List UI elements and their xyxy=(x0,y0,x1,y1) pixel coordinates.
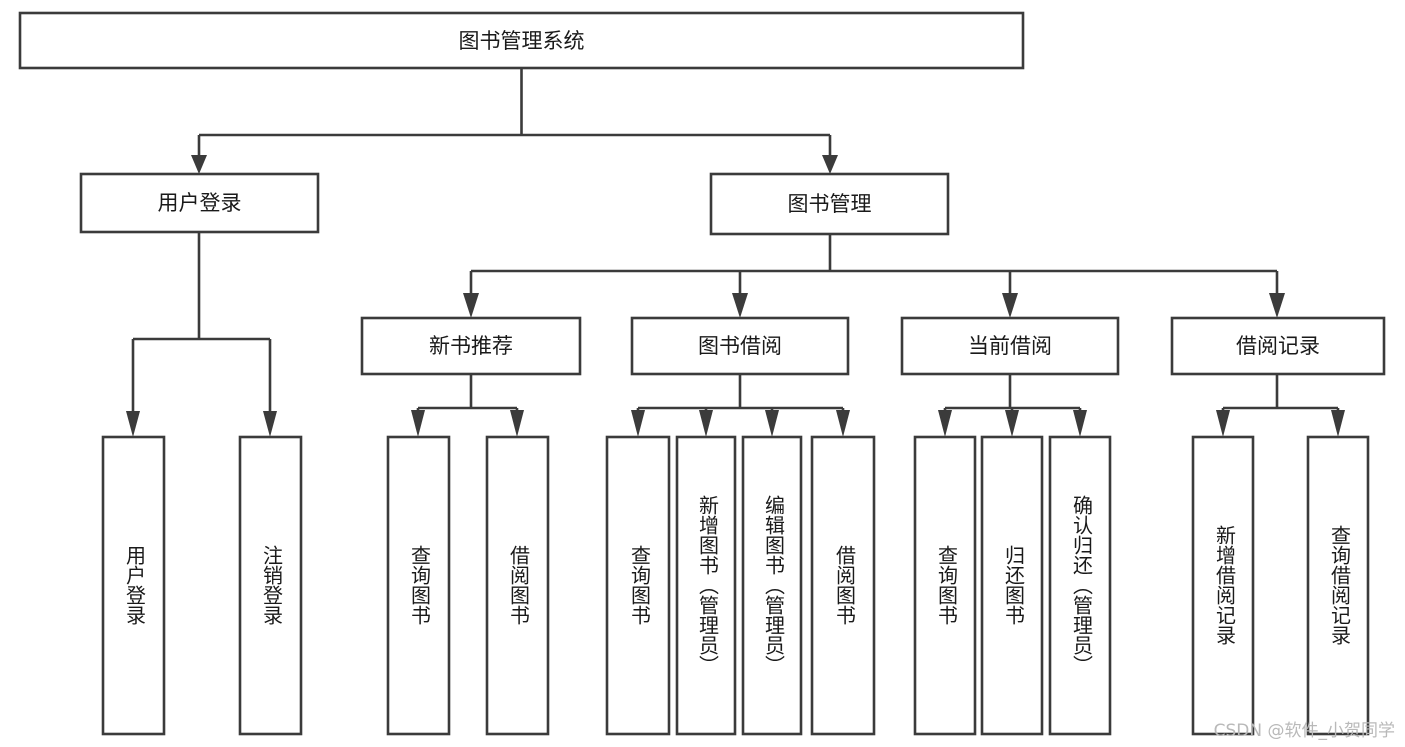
csdn-watermark: CSDN @软件_小贺同学 xyxy=(1213,721,1395,741)
leaf-edit-book[interactable]: 编辑图书（管理员） xyxy=(741,435,803,736)
arrowhead-book-borrow xyxy=(732,293,748,318)
leaf-user-login[interactable]: 用户登录 xyxy=(101,435,166,736)
node-borrow-record-label: 借阅记录 xyxy=(1236,334,1320,358)
leaf-confirm-return[interactable]: 确认归还（管理员） xyxy=(1048,435,1112,736)
arrowhead-book-manage xyxy=(822,155,838,174)
node-root-label: 图书管理系统 xyxy=(459,29,585,53)
arrowhead-leaf-query-book-3 xyxy=(938,410,952,437)
node-current-borrow-box[interactable] xyxy=(900,316,1120,376)
arrowhead-borrow-record xyxy=(1269,293,1285,318)
node-book-manage[interactable]: 图书管理 xyxy=(709,172,950,236)
arrowhead-leaf-add-record xyxy=(1216,410,1230,437)
arrowhead-leaf-edit-book xyxy=(765,410,779,437)
leaf-add-book-label: 新增图书（管理员） xyxy=(696,495,720,675)
node-book-borrow-label: 图书借阅 xyxy=(698,334,782,358)
node-book-manage-label: 图书管理 xyxy=(788,192,872,216)
leaf-query-record-label: 查询借阅记录 xyxy=(1328,525,1352,645)
leaf-user-login-box[interactable] xyxy=(101,435,166,736)
leaf-add-record-label: 新增借阅记录 xyxy=(1213,525,1237,645)
node-user-login-box[interactable] xyxy=(79,172,320,234)
leaf-borrow-book-1[interactable]: 借阅图书 xyxy=(485,435,550,736)
leaf-user-logout-box[interactable] xyxy=(238,435,303,736)
leaf-borrow-book-2-box[interactable] xyxy=(810,435,876,736)
leaf-borrow-book-1-box[interactable] xyxy=(485,435,550,736)
leaf-return-book-box[interactable] xyxy=(980,435,1044,736)
node-book-manage-box[interactable] xyxy=(709,172,950,236)
arrowhead-leaf-borrow-book-2 xyxy=(836,410,850,437)
leaf-borrow-book-2-label: 借阅图书 xyxy=(833,545,857,625)
leaf-borrow-book-2[interactable]: 借阅图书 xyxy=(810,435,876,736)
node-user-login-label: 用户登录 xyxy=(158,191,242,215)
arrowhead-leaf-confirm-return xyxy=(1073,410,1087,437)
arrowhead-leaf-return-book xyxy=(1005,410,1019,437)
leaf-return-book-label: 归还图书 xyxy=(1002,545,1026,625)
node-borrow-record[interactable]: 借阅记录 xyxy=(1170,316,1386,376)
leaf-query-book-1-label: 查询图书 xyxy=(408,545,432,625)
arrowhead-current-borrow xyxy=(1002,293,1018,318)
arrowhead-leaf-query-book-1 xyxy=(411,410,425,437)
leaf-return-book[interactable]: 归还图书 xyxy=(980,435,1044,736)
arrowhead-leaf-borrow-book-1 xyxy=(510,410,524,437)
node-borrow-record-box[interactable] xyxy=(1170,316,1386,376)
node-user-login[interactable]: 用户登录 xyxy=(79,172,320,234)
arrowhead-leaf-query-record xyxy=(1331,410,1345,437)
leaf-borrow-book-1-label: 借阅图书 xyxy=(507,545,531,625)
leaf-add-book[interactable]: 新增图书（管理员） xyxy=(675,435,737,736)
node-root-box[interactable] xyxy=(18,11,1025,70)
arrowhead-new-book-recommend xyxy=(463,293,479,318)
node-book-borrow-box[interactable] xyxy=(630,316,850,376)
node-root[interactable]: 图书管理系统 xyxy=(18,11,1025,70)
leaf-add-record[interactable]: 新增借阅记录 xyxy=(1191,435,1255,736)
node-current-borrow[interactable]: 当前借阅 xyxy=(900,316,1120,376)
arrowhead-leaf-add-book xyxy=(699,410,713,437)
leaf-add-book-box[interactable] xyxy=(675,435,737,736)
leaf-edit-book-box[interactable] xyxy=(741,435,803,736)
leaf-query-book-2[interactable]: 查询图书 xyxy=(605,435,671,736)
leaf-user-login-label: 用户登录 xyxy=(123,545,147,625)
leaf-query-book-1[interactable]: 查询图书 xyxy=(386,435,451,736)
node-book-borrow[interactable]: 图书借阅 xyxy=(630,316,850,376)
leaf-query-book-1-box[interactable] xyxy=(386,435,451,736)
leaf-query-record-box[interactable] xyxy=(1306,435,1370,736)
node-current-borrow-label: 当前借阅 xyxy=(968,334,1052,358)
leaf-query-book-3-box[interactable] xyxy=(913,435,977,736)
arrowhead-leaf-user-login xyxy=(126,411,140,437)
leaf-add-record-box[interactable] xyxy=(1191,435,1255,736)
connector-layer xyxy=(126,68,1345,437)
leaf-confirm-return-label: 确认归还（管理员） xyxy=(1070,495,1094,675)
arrowhead-user-login xyxy=(191,155,207,174)
leaf-query-book-2-box[interactable] xyxy=(605,435,671,736)
leaf-edit-book-label: 编辑图书（管理员） xyxy=(762,495,786,675)
leaf-query-book-3[interactable]: 查询图书 xyxy=(913,435,977,736)
node-new-book-recommend-box[interactable] xyxy=(360,316,582,376)
leaf-query-book-2-label: 查询图书 xyxy=(628,545,652,625)
leaf-confirm-return-box[interactable] xyxy=(1048,435,1112,736)
node-new-book-recommend[interactable]: 新书推荐 xyxy=(360,316,582,376)
arrowhead-leaf-query-book-2 xyxy=(631,410,645,437)
leaf-user-logout[interactable]: 注销登录 xyxy=(238,435,303,736)
leaf-user-logout-label: 注销登录 xyxy=(260,545,284,625)
node-new-book-recommend-label: 新书推荐 xyxy=(429,334,513,358)
leaf-query-record[interactable]: 查询借阅记录 xyxy=(1306,435,1370,736)
leaf-query-book-3-label: 查询图书 xyxy=(935,545,959,625)
arrowhead-leaf-user-logout xyxy=(263,411,277,437)
